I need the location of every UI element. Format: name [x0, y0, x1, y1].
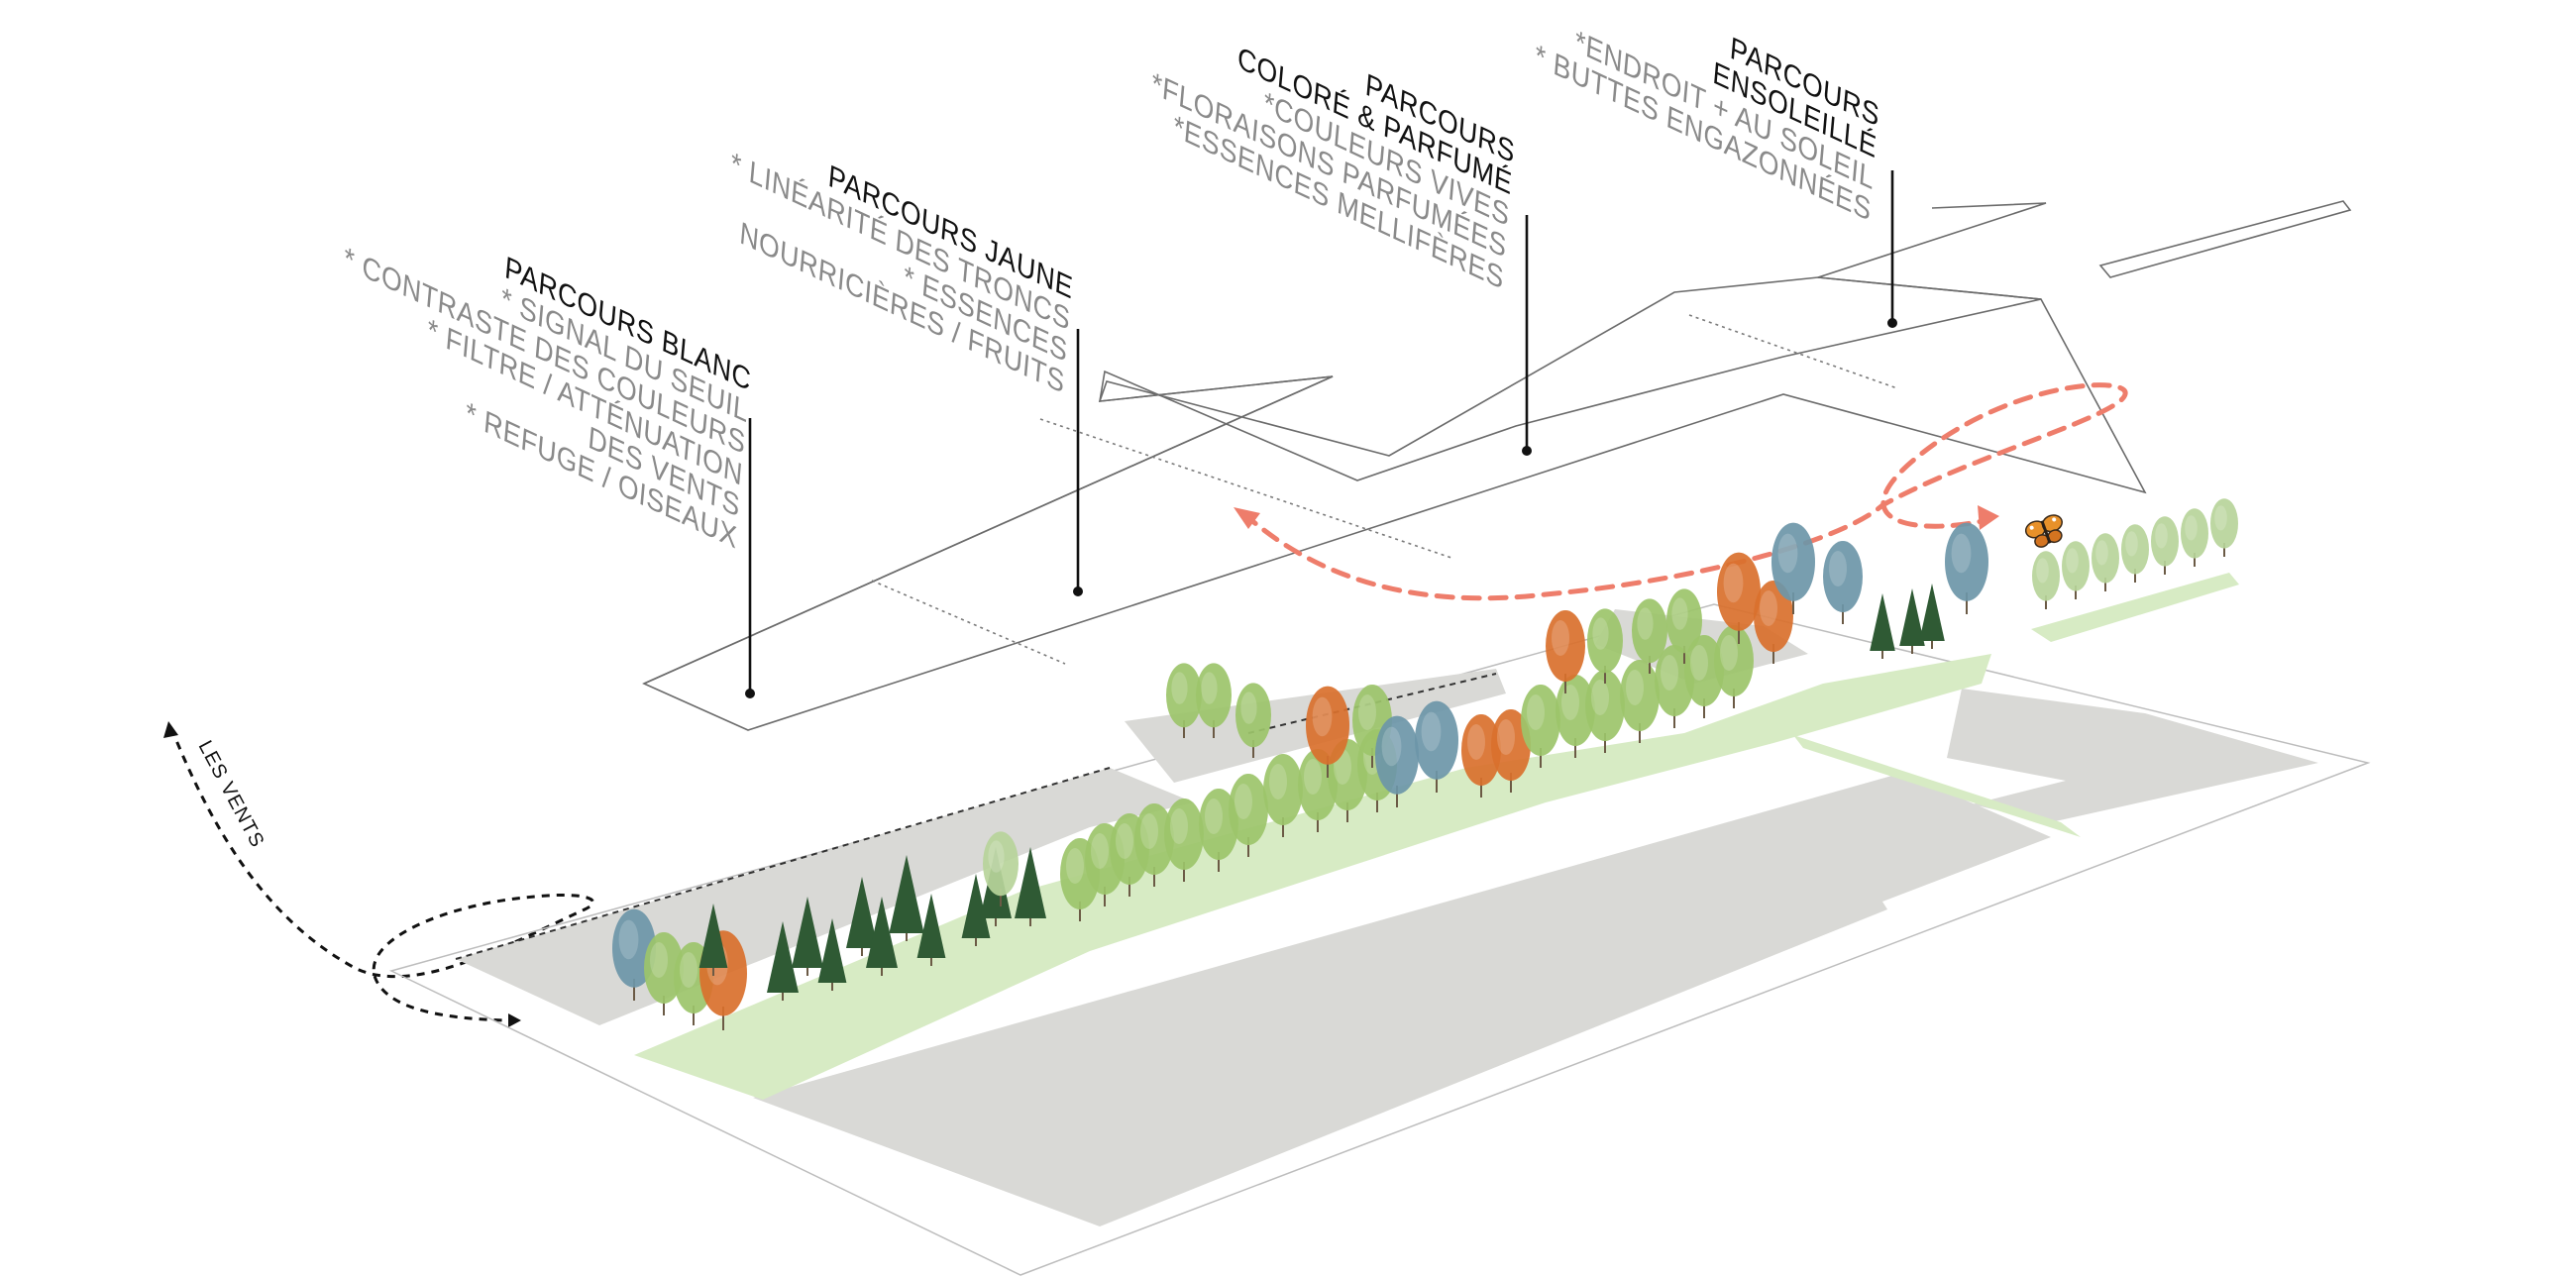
- label-blanc: PARCOURS BLANC * SIGNAL DU SEUIL * CONTR…: [343, 241, 753, 556]
- route-divider-3: [1688, 314, 1898, 389]
- tree: [1620, 660, 1660, 743]
- tree: [866, 897, 898, 976]
- tree: [1823, 541, 1863, 624]
- tree: [2181, 508, 2208, 567]
- tree: [1375, 715, 1419, 807]
- tree: [1666, 588, 1702, 664]
- building-east: [1947, 689, 2318, 822]
- tree: [1546, 610, 1585, 693]
- tree: [1199, 789, 1238, 872]
- pavement-dashed-edge: [455, 767, 1111, 960]
- tree: [961, 874, 991, 946]
- pole-dot-ensoleille: [1887, 318, 1897, 328]
- tree: [2062, 541, 2090, 599]
- tree: [1754, 581, 1793, 664]
- tree: [2210, 498, 2238, 557]
- tree: [767, 921, 799, 1001]
- pole-dot-colore: [1522, 446, 1532, 456]
- wind-path-line: [169, 727, 594, 1022]
- tree: [1229, 774, 1268, 857]
- tree: [916, 894, 946, 966]
- butterfly-icon: [2024, 514, 2063, 548]
- tree: [1585, 670, 1625, 753]
- tree: [1899, 588, 1925, 654]
- wind-label: LES VENTS: [194, 737, 268, 851]
- tree: [2032, 551, 2060, 609]
- tree: [1521, 685, 1560, 768]
- butterfly-path-line: [1240, 382, 2128, 601]
- tree: [817, 918, 847, 991]
- tree: [889, 855, 924, 941]
- tree: [846, 877, 878, 956]
- grass-strip: [634, 654, 1991, 1100]
- tree: [698, 904, 728, 976]
- tree: [1164, 799, 1204, 882]
- tree: [1415, 700, 1458, 793]
- tree: [1919, 584, 1945, 649]
- label-jaune: PARCOURS JAUNE * LINÉARITÉ DES TRONCS * …: [729, 146, 1074, 400]
- tree-layer: [612, 498, 2238, 1030]
- tree: [1263, 754, 1303, 837]
- route-divider-2: [1039, 418, 1452, 559]
- tree: [1166, 663, 1202, 738]
- pavement-dashed-edge-2: [1247, 673, 1497, 734]
- tree: [1771, 522, 1815, 614]
- tree: [1461, 714, 1501, 798]
- tree: [792, 897, 823, 976]
- tree: [2092, 533, 2119, 591]
- tree: [1196, 663, 1232, 738]
- site-plan: [388, 573, 2371, 1276]
- tree: [1714, 625, 1754, 708]
- parking-large: [753, 773, 2051, 1226]
- tree: [1945, 522, 1988, 614]
- label-colore: PARCOURS COLORÉ & PARFUMÉ *COULEURS VIVE…: [1150, 41, 1516, 296]
- grass-east-strip: [2031, 573, 2239, 642]
- tree: [1870, 593, 1895, 659]
- arrow-head-icon: [1234, 507, 1260, 529]
- tree: [2121, 524, 2149, 583]
- tree: [1717, 552, 1761, 644]
- route-outline-strip: [642, 276, 2147, 731]
- tree: [1587, 608, 1623, 684]
- pole-dot-blanc: [745, 689, 755, 698]
- grass-path-right: [1793, 735, 2081, 837]
- route-outline-far-strip: [2098, 200, 2352, 278]
- tree: [1632, 598, 1667, 674]
- arrow-head-icon: [163, 721, 178, 738]
- arrow-head-icon: [508, 1013, 521, 1027]
- pole-dot-jaune: [1073, 586, 1083, 596]
- tree: [1015, 847, 1046, 926]
- tree: [1306, 686, 1349, 778]
- butterfly-flight-path: [1234, 382, 2128, 601]
- tree: [644, 932, 684, 1015]
- tree: [1491, 709, 1531, 793]
- tree: [1684, 635, 1724, 718]
- arrow-head-icon: [1978, 505, 1999, 530]
- tree: [2151, 516, 2179, 575]
- tree: [1235, 683, 1271, 758]
- route-outline-layer: [642, 200, 2352, 731]
- route-divider-1: [871, 580, 1066, 665]
- label-ensoleille: PARCOURS ENSOLEILLÉ *ENDROIT + AU SOLEIL…: [1534, 24, 1880, 228]
- tree: [983, 831, 1019, 906]
- tree: [1134, 803, 1174, 887]
- label-poles: [745, 170, 1897, 698]
